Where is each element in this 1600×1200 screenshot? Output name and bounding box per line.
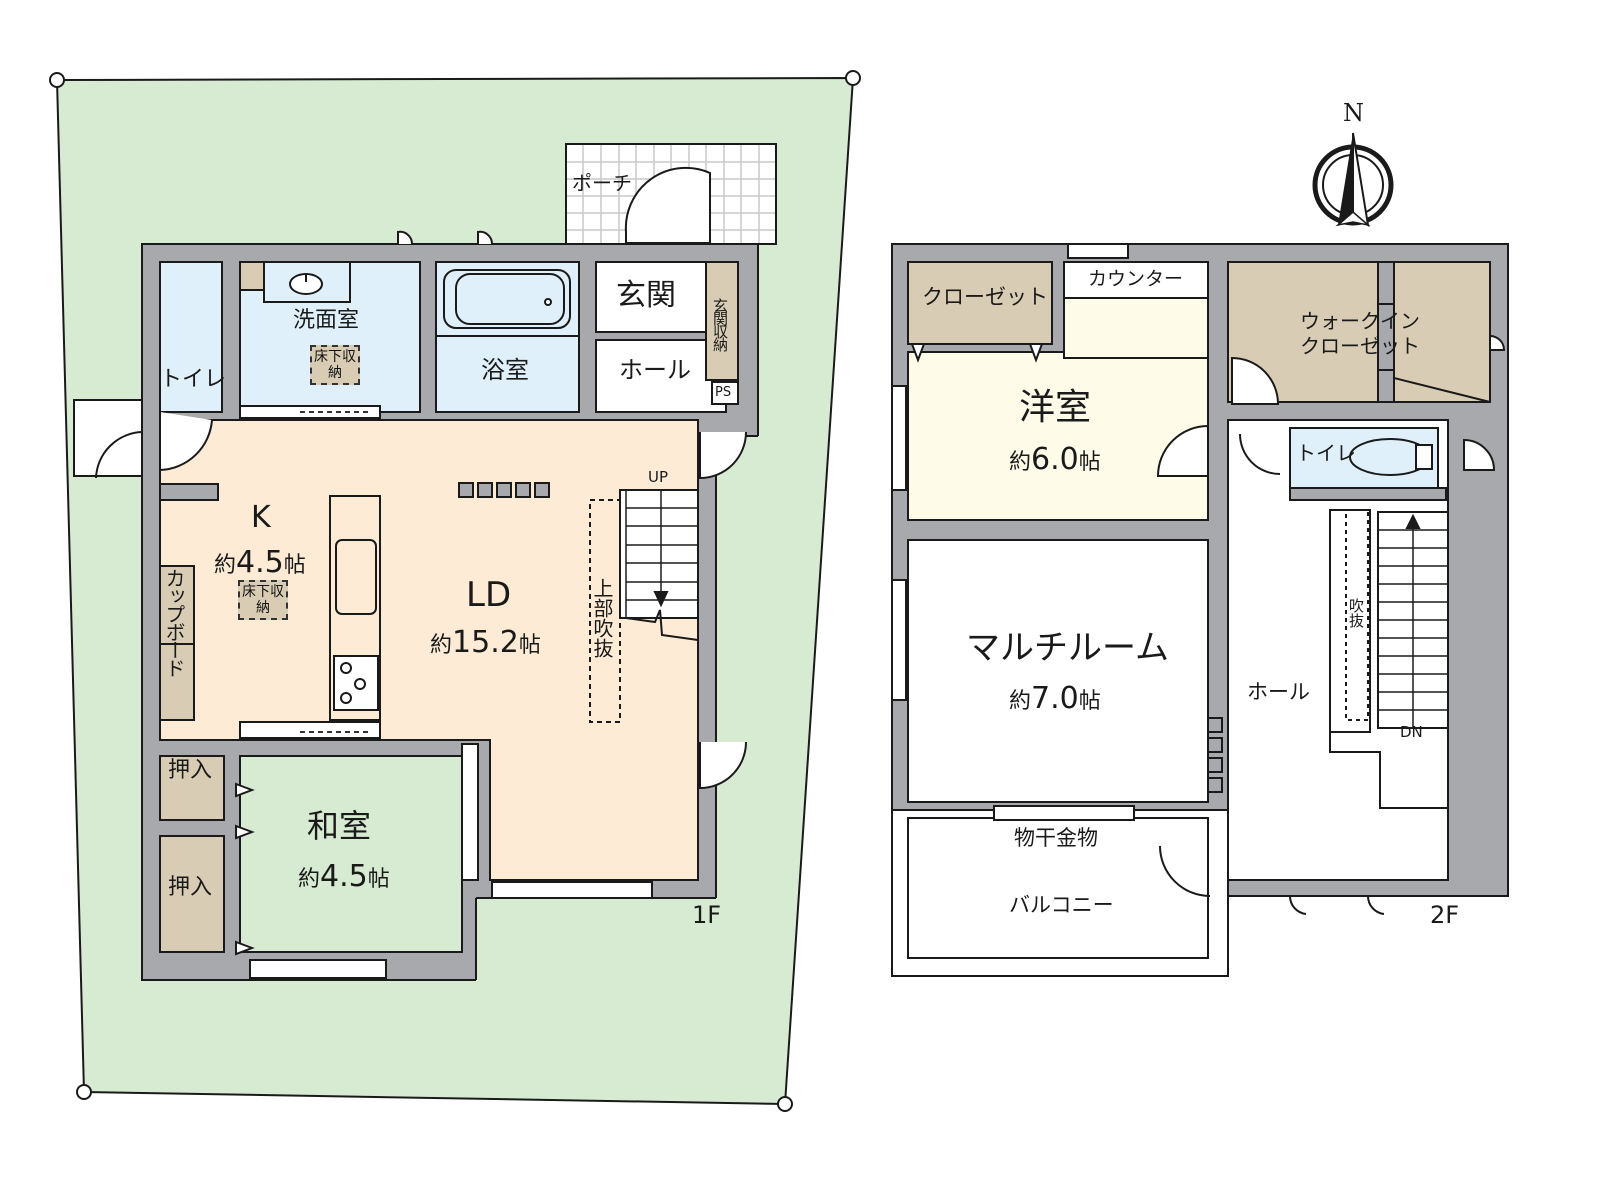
- closet-upper-label: 押入: [168, 758, 213, 783]
- living-dining-label: LD: [466, 575, 512, 615]
- kitchen-label: K: [251, 500, 271, 535]
- bath-label: 浴室: [481, 356, 529, 384]
- stairs-down-label: DN: [1400, 723, 1423, 741]
- stairs-up-label: UP: [648, 468, 669, 486]
- japanese-room-area: 約4.5帖: [298, 859, 390, 894]
- walk-in-closet-label-line1: ウォークイン: [1300, 309, 1420, 333]
- porch-label: ポーチ: [572, 171, 632, 195]
- ps-label: PS: [715, 385, 732, 400]
- north-arrow-icon: [1312, 132, 1394, 228]
- floor1-room-fills: [73, 230, 747, 979]
- toilet-1f-label: トイレ: [160, 367, 227, 392]
- closet-2f-label: クローゼット: [922, 285, 1048, 309]
- entrance-label: 玄関: [616, 278, 676, 313]
- balcony-label: バルコニー: [1009, 893, 1114, 917]
- open-ceiling-1f-label: 上部吹抜: [590, 578, 614, 658]
- floor2-label: 2F: [1430, 901, 1460, 929]
- multi-room-label: マルチルーム: [966, 628, 1169, 668]
- counter-label: カウンター: [1088, 268, 1184, 290]
- walk-in-closet-label-line2: クローゼット: [1300, 334, 1420, 358]
- compass-label: N: [1343, 99, 1364, 127]
- western-room-label: 洋室: [1019, 387, 1092, 428]
- multi-room-area: 約7.0帖: [1009, 681, 1101, 716]
- western-room-area: 約6.0帖: [1009, 442, 1101, 477]
- floor2-room-fills: [891, 243, 1506, 915]
- lot-corner-markers: [49, 70, 861, 1112]
- floor1-label: 1F: [692, 901, 722, 929]
- toilet-2f-label: トイレ: [1296, 441, 1356, 465]
- washroom-label: 洗面室: [293, 308, 360, 333]
- kitchen-underfloor-storage: 床下収納: [238, 580, 288, 620]
- hall-1f-label: ホール: [619, 356, 691, 384]
- hall-2f-label: ホール: [1247, 680, 1310, 704]
- entrance-storage-label: 玄関収納: [711, 298, 729, 350]
- kitchen-area: 約4.5帖: [214, 545, 306, 580]
- porch-tiles: [565, 143, 777, 245]
- japanese-room-label: 和室: [307, 807, 372, 845]
- cupboard-label: カップボード: [162, 568, 186, 676]
- living-dining-area: 約15.2帖: [430, 625, 541, 660]
- open-ceiling-2f-label: 吹抜: [1347, 598, 1365, 628]
- closet-lower-label: 押入: [168, 875, 213, 900]
- drying-hardware-label: 物干金物: [1014, 826, 1098, 850]
- cupboard-dashes: [300, 411, 372, 733]
- washroom-underfloor-storage: 床下収納: [310, 345, 360, 385]
